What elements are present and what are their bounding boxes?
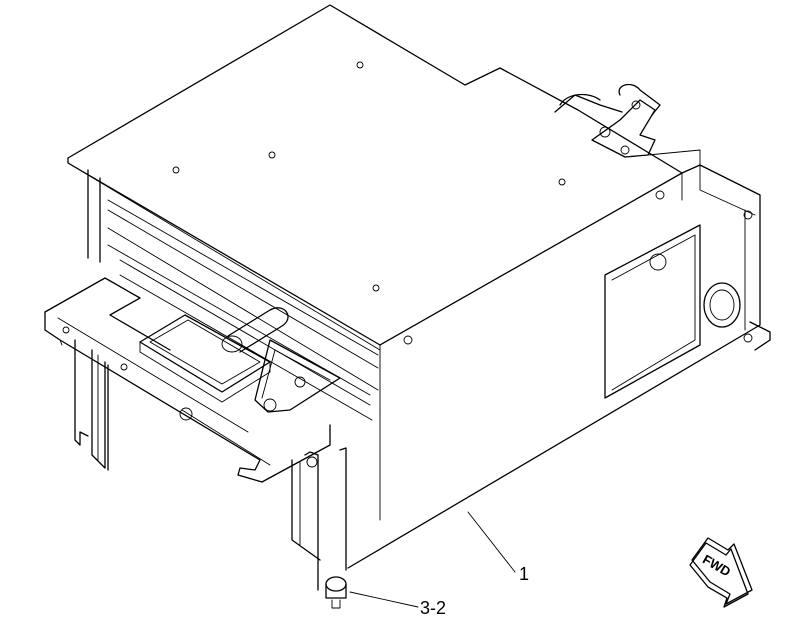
front-latch-bracket: [179, 339, 341, 421]
round-port: [703, 282, 741, 328]
access-cover-plate: [604, 224, 701, 399]
front-handle-lever: [221, 307, 289, 353]
left-legs: [74, 339, 109, 471]
bottom-mounting-foot: [291, 447, 347, 591]
fastener-holes: [62, 61, 753, 371]
bolt-fastener: [325, 576, 347, 609]
callout-label-3-2: 3-2: [420, 598, 446, 618]
housing-top-panel: [67, 4, 683, 416]
left-mounting-bracket: [44, 277, 331, 483]
housing-right-panel: [347, 164, 771, 569]
callout-label-1: 1: [519, 564, 529, 584]
fwd-direction-arrow: FWD: [689, 537, 753, 608]
front-handle-well: [139, 314, 271, 403]
callout-leaders: [349, 511, 516, 608]
rear-latch-assembly: [554, 83, 701, 166]
